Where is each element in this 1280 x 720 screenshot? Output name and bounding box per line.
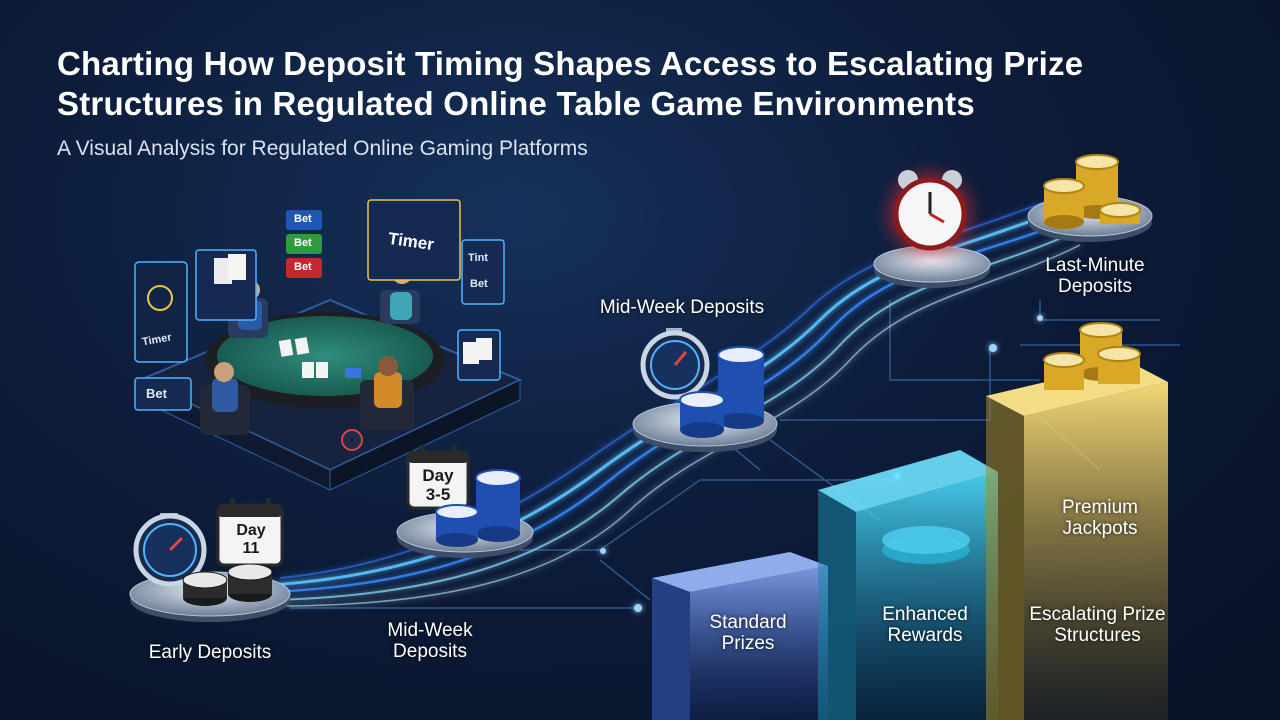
early-deposits-platform — [129, 498, 291, 622]
tier-standard-prizes — [652, 552, 828, 720]
last-minute-gold-platform — [1027, 154, 1153, 242]
bet-button-blue[interactable] — [286, 210, 322, 230]
tint-label: Tint — [468, 252, 488, 264]
chip-stacks — [182, 563, 273, 606]
day-3-5-platform — [396, 445, 534, 558]
mid-calendar-line2: 3-5 — [425, 485, 451, 504]
poker-table-scene — [134, 199, 523, 491]
bet-panel-label: Bet — [470, 278, 488, 290]
label-standard-prizes: Standard Prizes — [709, 612, 787, 654]
bet-button-green[interactable] — [286, 234, 322, 254]
page-subtitle: A Visual Analysis for Regulated Online G… — [57, 137, 588, 160]
label-escalating-prize-structures: Escalating Prize Structures — [1029, 604, 1166, 646]
bet-button-red[interactable] — [286, 258, 322, 278]
tier-enhanced-rewards — [818, 450, 998, 720]
stopwatch-icon — [640, 328, 710, 400]
label-enhanced-rewards: Enhanced Rewards — [882, 604, 968, 646]
stopwatch-icon — [133, 513, 207, 587]
bet-floor-panel — [134, 377, 192, 411]
gold-chip-stacks — [1043, 322, 1141, 390]
chip-stacks — [435, 469, 521, 547]
gold-chip-stacks — [1043, 154, 1141, 229]
label-mid-week-platform: Mid-Week Deposits — [599, 297, 765, 318]
label-premium-jackpots: Premium Jackpots — [1061, 497, 1138, 539]
bet-floor-label: Bet — [146, 386, 167, 401]
mid-calendar-line1: Day — [422, 466, 454, 485]
label-early-deposits: Early Deposits — [148, 642, 272, 663]
alarm-clock-icon — [893, 170, 967, 251]
chip-stacks — [679, 346, 765, 438]
bet-button-green-label: Bet — [294, 237, 312, 249]
player-front-right — [360, 356, 414, 430]
label-last-minute: Last-Minute Deposits — [1045, 255, 1145, 297]
tier-premium-jackpots — [986, 322, 1168, 720]
bet-button-red-label: Bet — [294, 261, 312, 273]
early-calendar-text: Day 11 — [236, 522, 266, 557]
label-mid-week-bottom: Mid-Week Deposits — [387, 620, 473, 662]
tint-bet-panel — [461, 239, 505, 305]
player-front-left — [200, 362, 250, 435]
timer-big-panel — [367, 199, 461, 281]
mid-week-platform — [632, 328, 778, 452]
page-title: Charting How Deposit Timing Shapes Acces… — [57, 45, 1084, 122]
calendar-icon — [406, 445, 470, 510]
last-minute-alarm-platform — [873, 170, 991, 288]
timer-side-panel — [134, 261, 188, 363]
bet-button-blue-label: Bet — [294, 213, 312, 225]
